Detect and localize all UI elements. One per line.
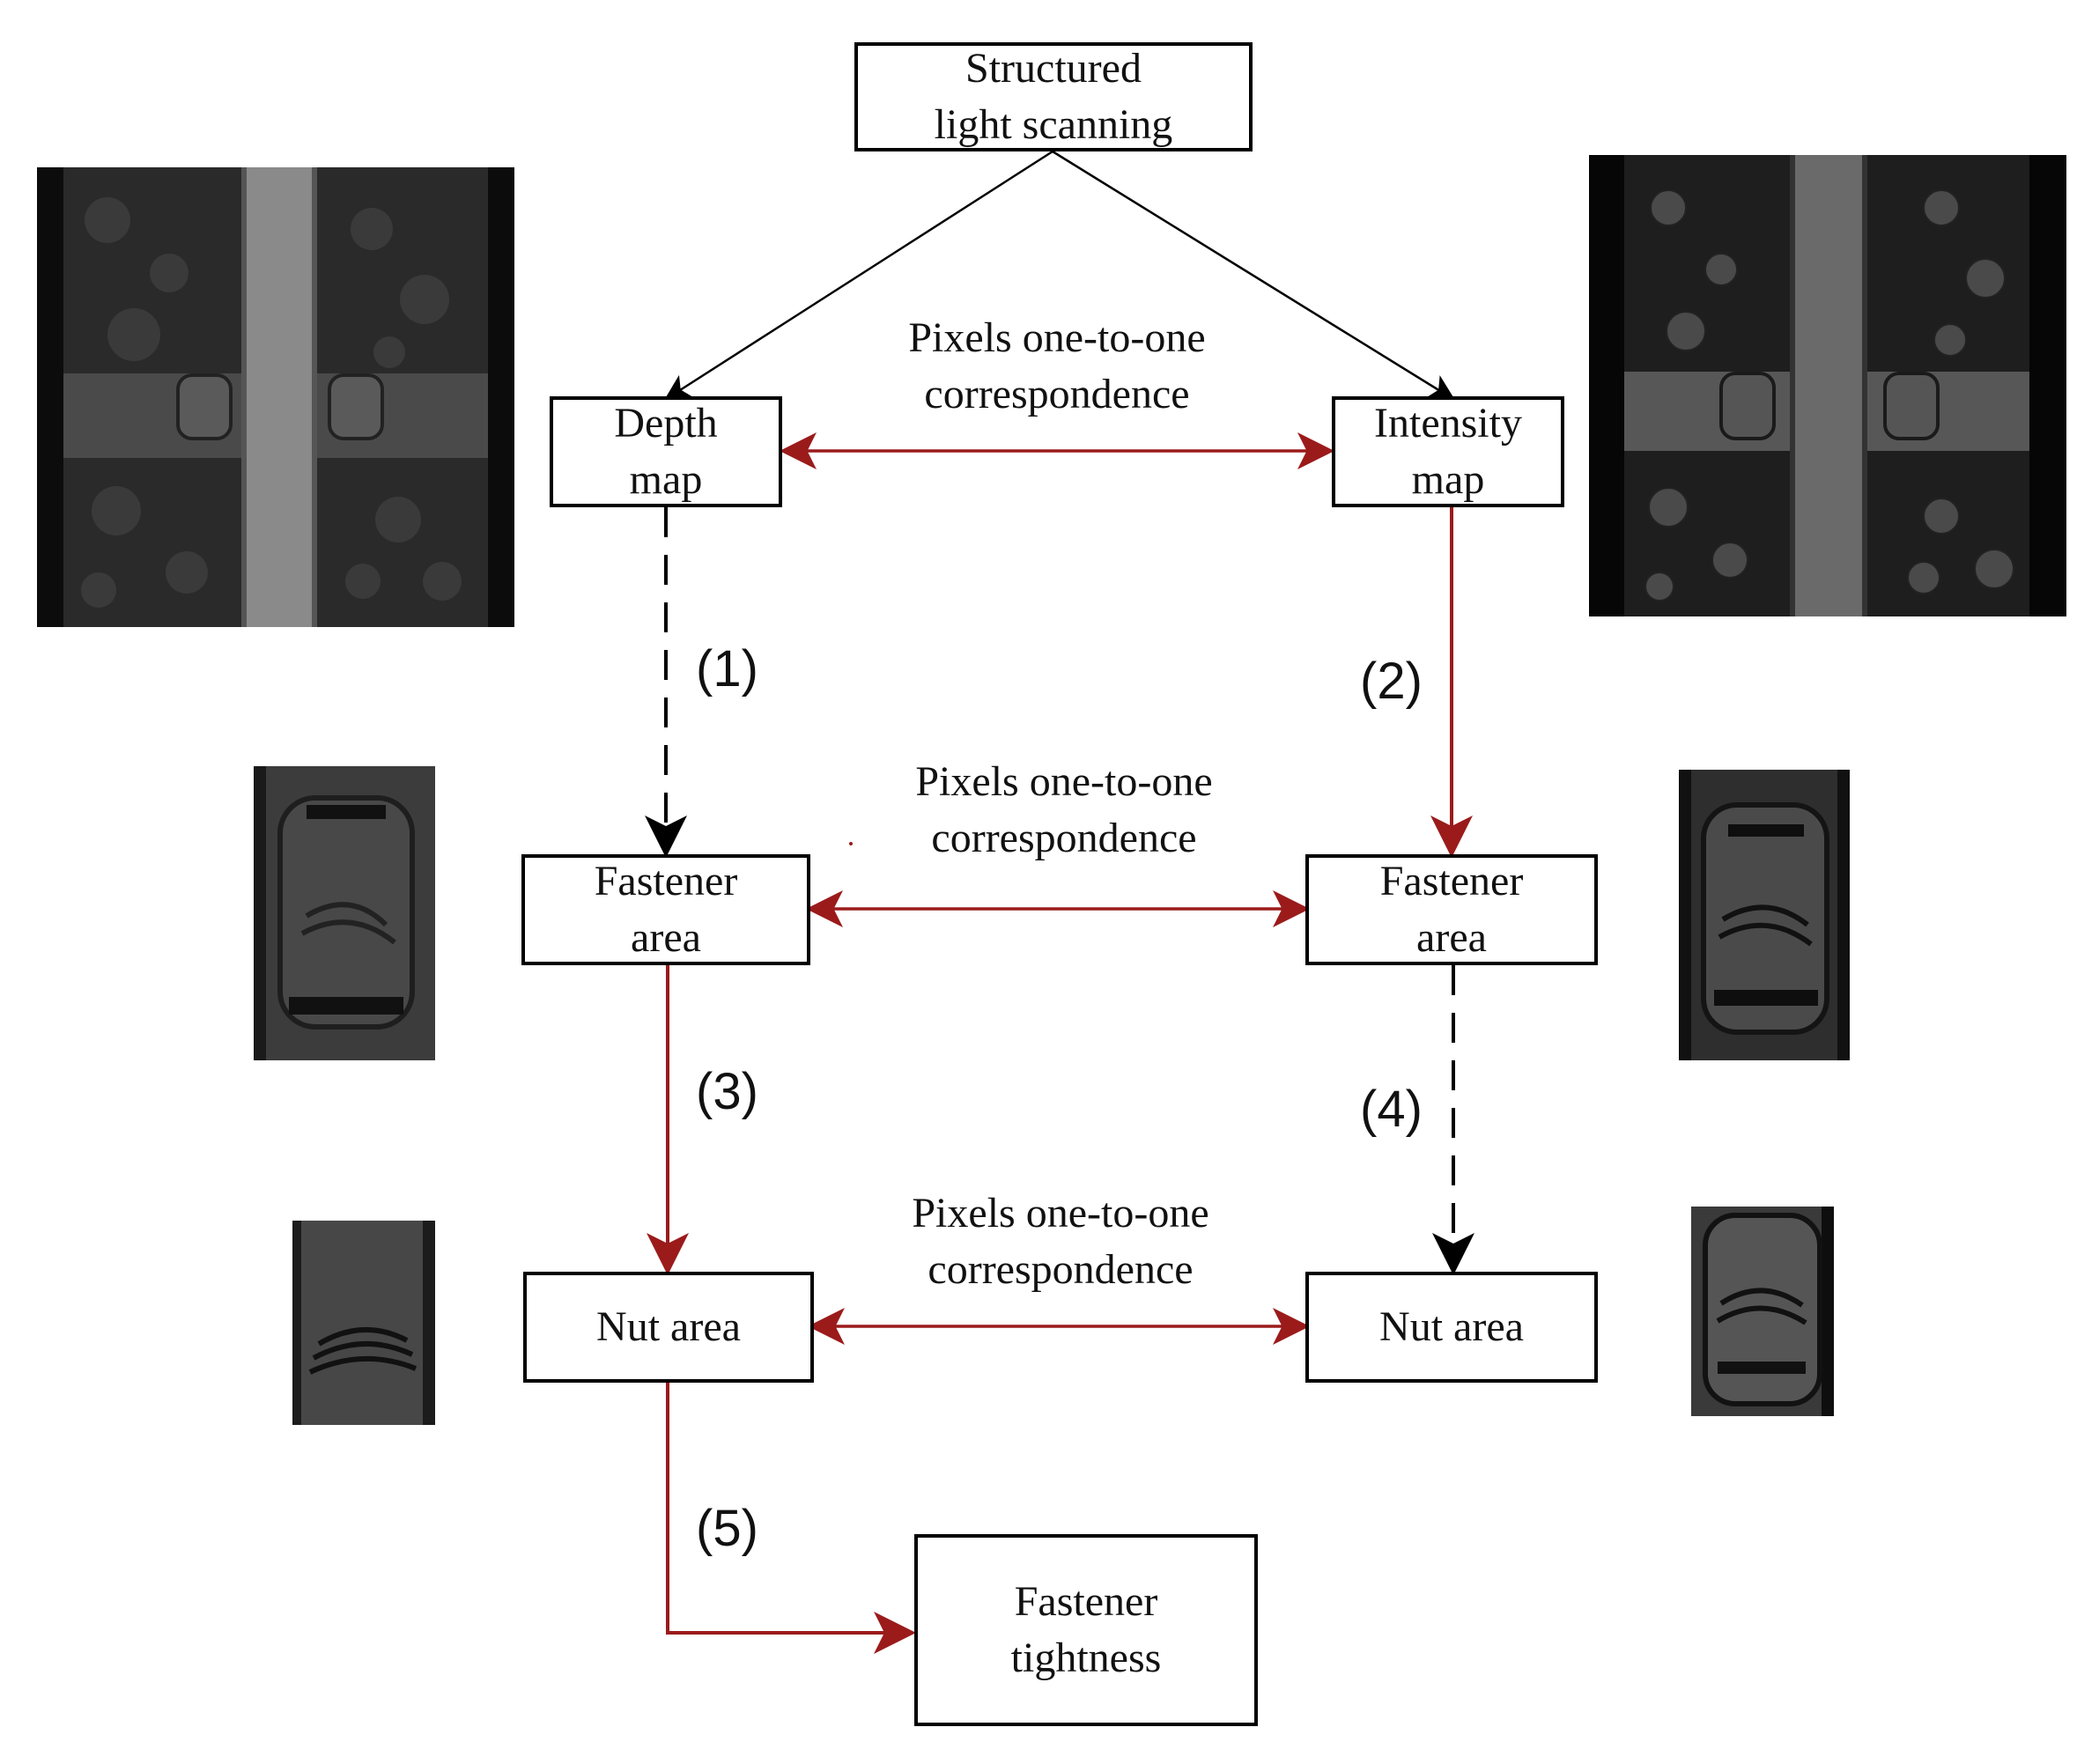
stray-dot (849, 842, 853, 845)
node-fastener-tightness: Fastener tightness (914, 1534, 1258, 1726)
node-fastener-area-depth: Fastener area (521, 854, 810, 965)
intensity-map-image (1589, 155, 2066, 616)
nut-depth-image (292, 1221, 435, 1425)
fastener-depth-image (254, 766, 435, 1060)
node-nut-area-intensity: Nut area (1305, 1272, 1598, 1383)
step-label-5: (5) (696, 1500, 758, 1557)
arrow-source-to-intensity (1052, 150, 1456, 401)
node-structured-light-scanning: Structured light scanning (854, 42, 1253, 151)
node-nut-area-depth: Nut area (523, 1272, 814, 1383)
correspondence-label-bottom: Pixels one-to-one correspondence (912, 1190, 1209, 1293)
depth-map-image (37, 167, 514, 627)
step-label-1: (1) (696, 640, 758, 697)
node-depth-map: Depth map (550, 396, 782, 507)
node-fastener-area-intensity: Fastener area (1305, 854, 1598, 965)
step-label-4: (4) (1360, 1081, 1423, 1138)
step-label-2: (2) (1360, 653, 1423, 710)
correspondence-label-middle: Pixels one-to-one correspondence (915, 758, 1213, 861)
arrow-step-5 (666, 1383, 916, 1654)
nut-intensity-image (1691, 1207, 1834, 1416)
arrow-source-to-depth (663, 150, 1053, 401)
step-label-3: (3) (696, 1063, 758, 1120)
node-intensity-map: Intensity map (1332, 396, 1564, 507)
fastener-intensity-image (1679, 770, 1850, 1060)
correspondence-label-top: Pixels one-to-one correspondence (908, 314, 1206, 417)
